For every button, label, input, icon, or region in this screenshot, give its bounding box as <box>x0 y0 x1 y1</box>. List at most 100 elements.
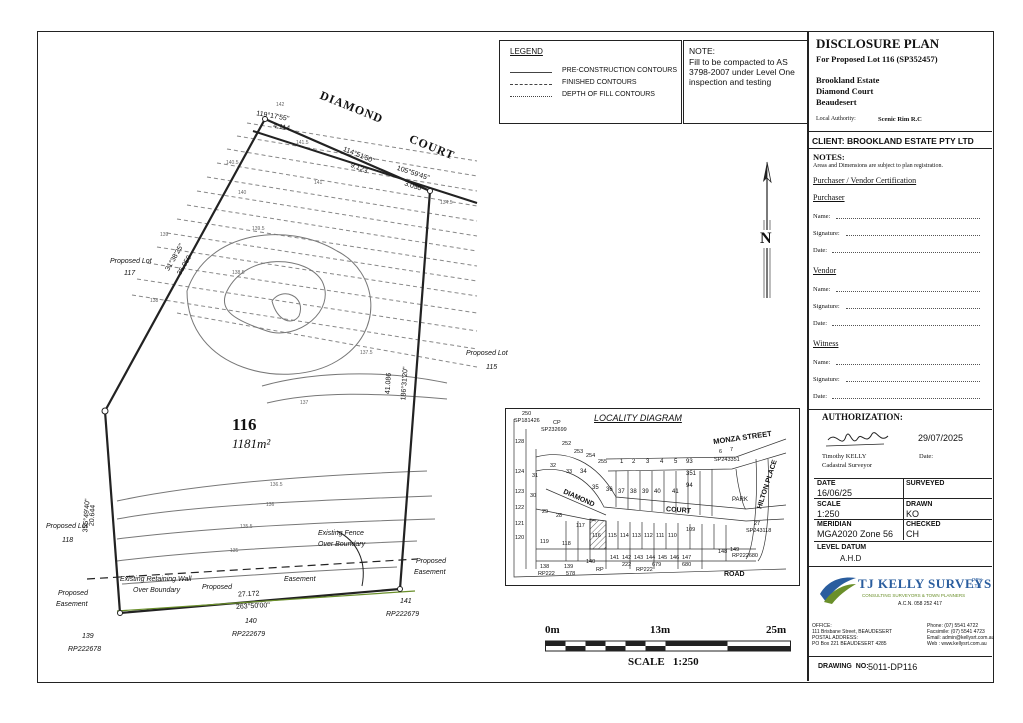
legend-title: LEGEND <box>510 47 543 56</box>
purchaser-date-label: Date: <box>813 247 828 254</box>
retaining-wall-line <box>116 590 416 612</box>
legend-box: LEGEND PRE-CONSTRUCTION CONTOURS FINISHE… <box>499 40 682 124</box>
locality-lot: 680 <box>682 562 692 568</box>
locality-ref: 6 <box>719 449 723 455</box>
locality-lot: 252 <box>562 441 572 447</box>
locality-ref: SP181426 <box>514 418 540 424</box>
locality-lot: 120 <box>515 535 525 541</box>
grid-divider <box>814 498 992 499</box>
locality-ref: 138 <box>540 564 550 570</box>
client-name: CLIENT: BROOKLAND ESTATE PTY LTD <box>812 136 974 146</box>
lot-140-ref: RP222679 <box>232 631 266 638</box>
auth-name: Timothy KELLY <box>822 453 867 460</box>
locality-park: PARK <box>732 497 748 503</box>
auth-title: AUTHORIZATION: <box>822 412 903 422</box>
contour-label: 142 <box>276 102 285 108</box>
locality-lot: 109 <box>686 527 696 533</box>
separator <box>808 656 992 658</box>
wall-note-2: Over Boundary <box>133 587 181 594</box>
separator <box>808 148 992 150</box>
locality-lot: 141 <box>610 555 620 561</box>
witness-name-field <box>836 364 980 365</box>
company-tagline: CONSULTING SURVEYORS & TOWN PLANNERS <box>862 593 966 598</box>
drawing-number: 5011-DP116 <box>868 662 918 672</box>
lot-area: 1181m² <box>232 436 271 451</box>
scale-label: SCALE 1:250 <box>628 656 699 668</box>
drawn-header: DRAWN <box>906 501 933 508</box>
locality-lot: 148 <box>718 549 728 555</box>
locality-ref: 139 <box>564 564 574 570</box>
witness-name-label: Name: <box>813 359 831 366</box>
estate-suburb: Beaudesert <box>816 97 857 107</box>
contour-label: 140.5 <box>226 160 239 166</box>
distance-d7: 27.172 <box>237 590 260 599</box>
checked-value: CH <box>906 529 919 539</box>
legend-line-dashed <box>510 84 552 85</box>
lot-115-number: 115 <box>486 364 498 371</box>
checked-header: CHECKED <box>906 521 941 528</box>
scale-end: 25m <box>766 624 787 636</box>
locality-lot: 35 <box>592 485 599 491</box>
locality-lot: 5 <box>674 459 678 465</box>
fence-note-1: Existing Fence <box>318 530 364 537</box>
witness-signature-label: Signature: <box>813 376 840 383</box>
locality-lot: 94 <box>686 483 693 489</box>
locality-ref: RP222 <box>538 571 555 577</box>
note-box: NOTE: Fill to be compacted to AS 3798-20… <box>683 40 809 124</box>
level-header: LEVEL DATUM <box>817 544 867 551</box>
locality-ref: 7 <box>730 447 734 453</box>
corner-mark <box>101 407 109 415</box>
contour-label: 138 <box>150 298 159 304</box>
locality-lot: 3 <box>646 459 650 465</box>
lot-117-number: 117 <box>124 270 136 277</box>
lot-118-number: 118 <box>62 537 74 544</box>
locality-lot: 145 <box>658 555 668 561</box>
locality-lot: 34 <box>580 469 587 475</box>
locality-lot: 31 <box>532 473 539 479</box>
proposed-easement-right-1: Proposed <box>416 558 446 565</box>
distance-d6: 20.644 <box>88 504 97 527</box>
separator <box>808 131 992 133</box>
surveyed-header: SURVEYED <box>906 480 945 487</box>
legend-label: FINISHED CONTOURS <box>562 79 637 86</box>
contour-label: 136 <box>266 502 275 508</box>
authority-value: Scenic Rim R.C <box>878 116 922 123</box>
notes-title: NOTES: <box>813 152 845 162</box>
purchaser-heading: Purchaser <box>813 193 845 202</box>
locality-lot: 144 <box>646 555 656 561</box>
locality-lot: 123 <box>515 489 525 495</box>
purchaser-name-label: Name: <box>813 213 831 220</box>
meridian-value: MGA2020 Zone 56 <box>817 529 894 539</box>
locality-lot: 122 <box>515 505 525 511</box>
legend-row: PRE-CONSTRUCTION CONTOURS <box>510 67 680 77</box>
locality-ref: SP232699 <box>541 427 567 433</box>
north-label: N <box>758 230 774 248</box>
locality-lot: 29 <box>542 509 549 515</box>
locality-ref: 27 <box>754 521 761 527</box>
contour-label: 140 <box>238 190 247 196</box>
drawing-frame <box>37 31 994 683</box>
cert-title: Purchaser / Vendor Certification <box>813 176 917 185</box>
locality-map <box>513 419 787 578</box>
contour-label: 141.5 <box>296 140 309 146</box>
contour-label: 141 <box>314 180 323 186</box>
locality-lot: 33 <box>566 469 573 475</box>
separator <box>808 566 992 568</box>
locality-ref: SP243351 <box>714 457 740 463</box>
legend-row: FINISHED CONTOURS <box>510 79 680 89</box>
office-details: OFFICE: 111 Brisbane Street, BEAUDESERT … <box>812 623 892 647</box>
date-value: 16/06/25 <box>817 488 853 498</box>
vendor-date-label: Date: <box>813 320 828 327</box>
lot-117-label: Proposed Lot <box>110 258 152 265</box>
drawing-title: DISCLOSURE PLAN <box>816 36 940 51</box>
scale-start: 0m <box>545 624 560 636</box>
vendor-name-field <box>836 291 980 292</box>
surveyor-signature <box>825 432 889 447</box>
locality-diagram: LOCALITY DIAGRAM MONZA STREET DIAMOND CO… <box>505 408 800 586</box>
note-title: NOTE: <box>689 46 715 56</box>
scale-header: SCALE <box>817 501 841 508</box>
locality-title: LOCALITY DIAGRAM <box>594 413 682 423</box>
locality-ref: 140 <box>586 559 596 565</box>
locality-lot: 2 <box>632 459 636 465</box>
note-body: Fill to be compacted to AS 3798-2007 und… <box>689 57 795 87</box>
